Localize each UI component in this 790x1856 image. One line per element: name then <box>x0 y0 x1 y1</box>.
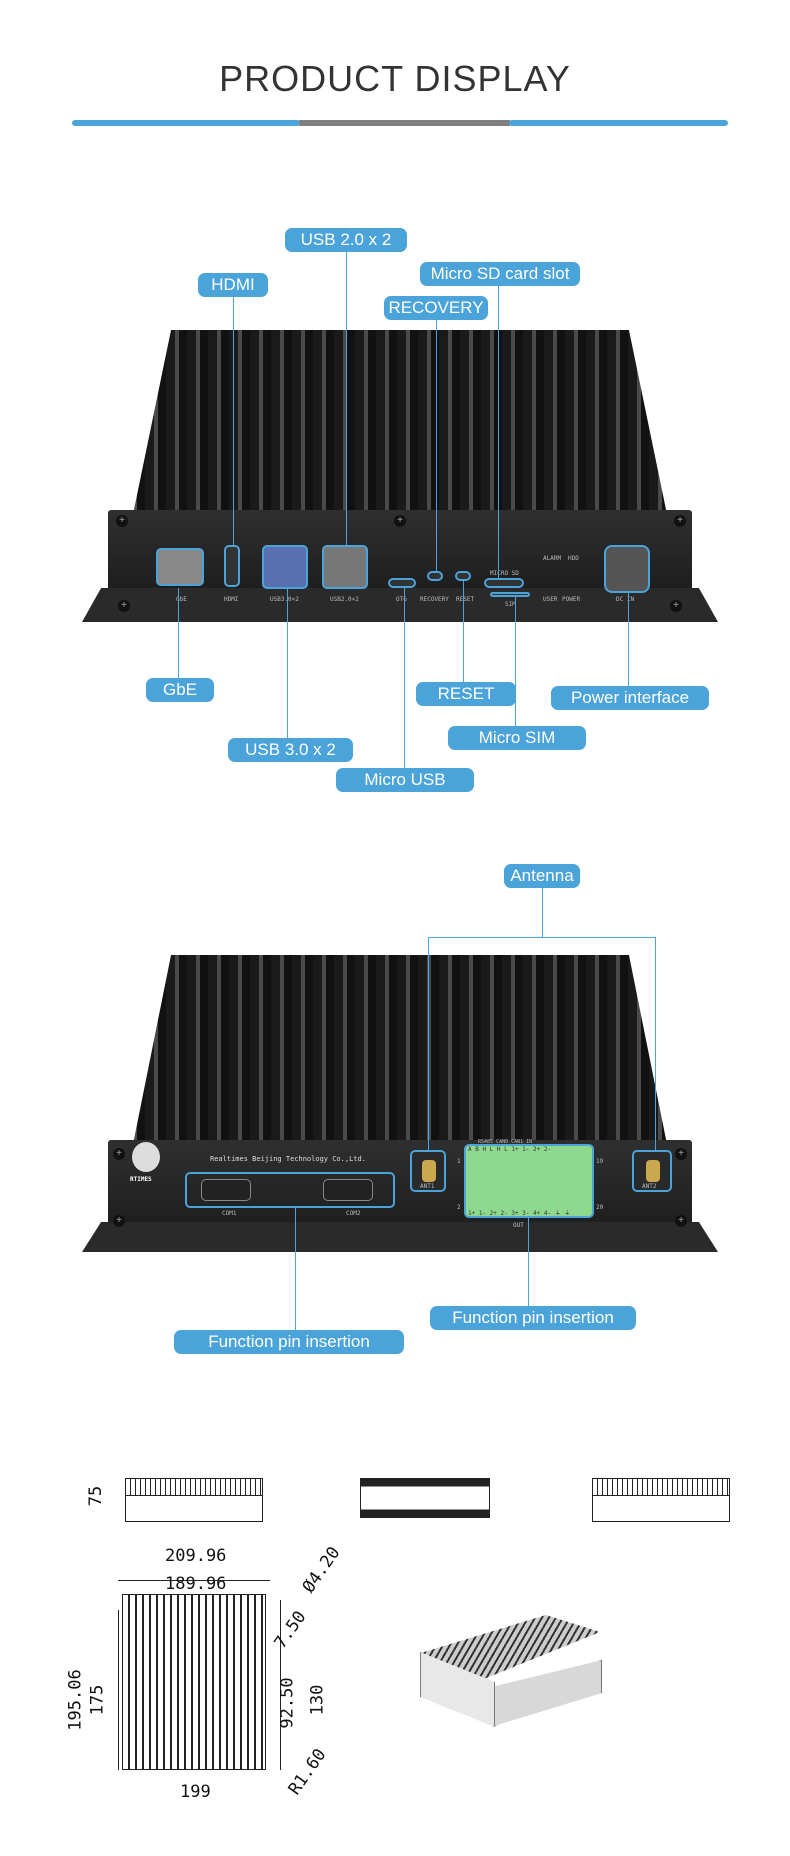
dim-inner-width: 189.96 <box>165 1574 227 1594</box>
dim-hole-span: 130 <box>307 1684 328 1716</box>
power-connector <box>604 545 650 593</box>
label-hdmi: HDMI <box>198 273 268 297</box>
label-usb20: USB 2.0 x 2 <box>285 228 407 252</box>
dim-outer-depth: 195.06 <box>65 1669 86 1731</box>
dim-inner-depth: 175 <box>87 1684 108 1716</box>
reset-button <box>455 571 471 581</box>
label-usb30: USB 3.0 x 2 <box>228 738 353 762</box>
dim-mid-depth: 92.50 <box>277 1677 298 1729</box>
page-title: PRODUCT DISPLAY <box>219 58 571 99</box>
title-divider-middle <box>299 120 510 126</box>
label-power: Power interface <box>551 686 709 710</box>
dim-outer-width: 209.96 <box>165 1546 227 1566</box>
dim-height: 75 <box>86 1485 107 1507</box>
antenna-1 <box>410 1150 446 1192</box>
label-reset: RESET <box>416 682 516 706</box>
label-function-pin-2: Function pin insertion <box>430 1306 636 1330</box>
gbe-port <box>156 548 204 586</box>
dim-hole: Ø4.20 <box>298 1543 345 1597</box>
side-view-drawing <box>360 1478 490 1518</box>
dim-offset: 7.50 <box>270 1607 311 1653</box>
recovery-button <box>427 571 443 581</box>
microsim-slot <box>490 592 530 597</box>
rtimes-logo <box>132 1142 160 1172</box>
label-microsim: Micro SIM <box>448 726 586 750</box>
com-ports <box>185 1172 395 1208</box>
microsd-slot <box>484 578 524 588</box>
usb2-ports <box>322 545 368 589</box>
label-function-pin-1: Function pin insertion <box>174 1330 404 1354</box>
title-divider-left <box>72 120 300 126</box>
label-gbe: GbE <box>146 678 214 702</box>
dim-base-width: 199 <box>180 1782 211 1802</box>
label-recovery: RECOVERY <box>384 296 488 320</box>
otg-port <box>388 578 416 588</box>
terminal-block <box>464 1144 594 1218</box>
label-microsd: Micro SD card slot <box>420 262 580 286</box>
dim-radius: R1.60 <box>284 1745 331 1799</box>
title-divider-right <box>509 120 728 126</box>
label-microusb: Micro USB <box>336 768 474 792</box>
label-antenna: Antenna <box>504 864 580 888</box>
hdmi-port <box>224 545 240 587</box>
usb3-ports <box>262 545 308 589</box>
antenna-2 <box>632 1150 672 1192</box>
